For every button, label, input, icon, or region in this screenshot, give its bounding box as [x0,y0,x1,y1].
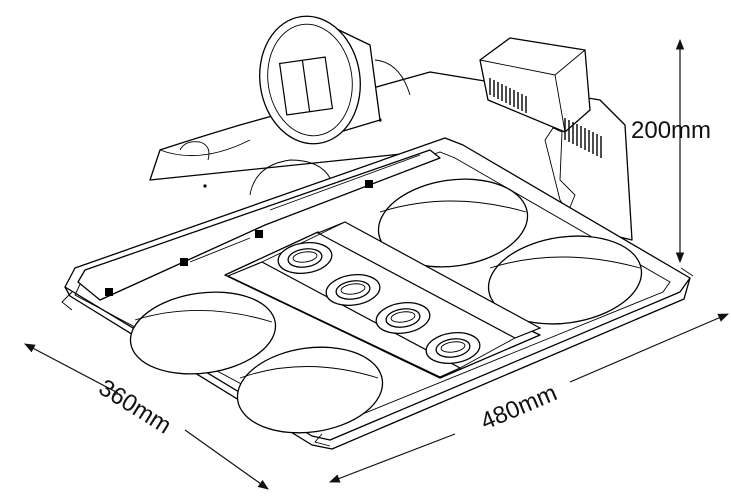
depth-label: 360mm [94,374,176,439]
led-light-3 [375,302,431,334]
led-light-1 [277,242,333,274]
heat-lamp-front-left [129,291,277,375]
housing-body [149,71,633,241]
led-light-2 [325,274,381,306]
duct-spigot [259,15,411,145]
led-light-4 [425,332,481,364]
heat-lamp-front-right [236,346,384,434]
height-label: 200mm [631,117,711,144]
heat-lamp-rear-left [377,178,529,268]
heat-lamp-rear-right [487,235,643,325]
dimension-height: 200mm [631,38,711,277]
width-label: 480mm [477,379,561,435]
exhaust-grille-right [316,221,542,339]
housing-louvres [489,78,602,158]
terminal-box [479,37,591,133]
